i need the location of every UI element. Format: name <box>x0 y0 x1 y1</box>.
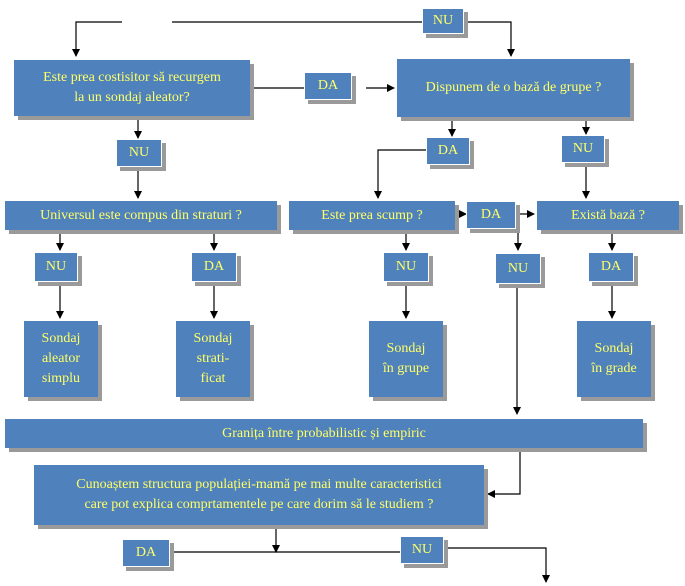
label-nu-costly: NU <box>116 139 162 167</box>
label-da-strata: DA <box>191 252 237 282</box>
node-strata: Universul este compus din straturi ? <box>5 201 277 230</box>
label-da-costly: DA <box>304 72 352 100</box>
label-da-bottom: DA <box>122 539 170 567</box>
label-da-expensive: DA <box>466 201 516 229</box>
node-costly: Este prea costisitor să recurgem la un s… <box>14 60 250 116</box>
label-nu-bottom: NU <box>400 536 444 564</box>
node-simple-sampling: Sondaj aleator simplu <box>24 321 98 397</box>
connector-nu-exit <box>444 547 550 583</box>
label-nu-strata: NU <box>34 252 78 282</box>
node-population-structure: Cunoaștem structura populației-mamă pe m… <box>34 465 484 525</box>
label-da-cluster-base: DA <box>426 137 470 165</box>
label-nu-expensive-down: NU <box>495 253 541 284</box>
node-graded-sampling: Sondaj în grade <box>577 321 651 397</box>
node-base-exists: Există bază ? <box>537 201 679 230</box>
node-too-expensive: Este prea scump ? <box>289 201 455 230</box>
label-nu-cluster-base: NU <box>561 135 605 163</box>
node-cluster-base: Dispunem de o bază de grupe ? <box>397 59 630 117</box>
connector-top-nu-right <box>466 21 515 57</box>
connector-da-expensive <box>374 149 426 199</box>
label-nu-expensive: NU <box>383 252 429 282</box>
label-da-base-exists: DA <box>588 252 634 282</box>
node-cluster-sampling: Sondaj în grupe <box>369 321 443 397</box>
node-boundary: Granița între probabilistic și empiric <box>5 419 643 448</box>
node-stratified-sampling: Sondaj strati- ficat <box>176 321 250 397</box>
label-nu-top: NU <box>422 8 464 34</box>
connector-boundary-population <box>487 452 521 498</box>
connector-entry <box>72 21 122 57</box>
